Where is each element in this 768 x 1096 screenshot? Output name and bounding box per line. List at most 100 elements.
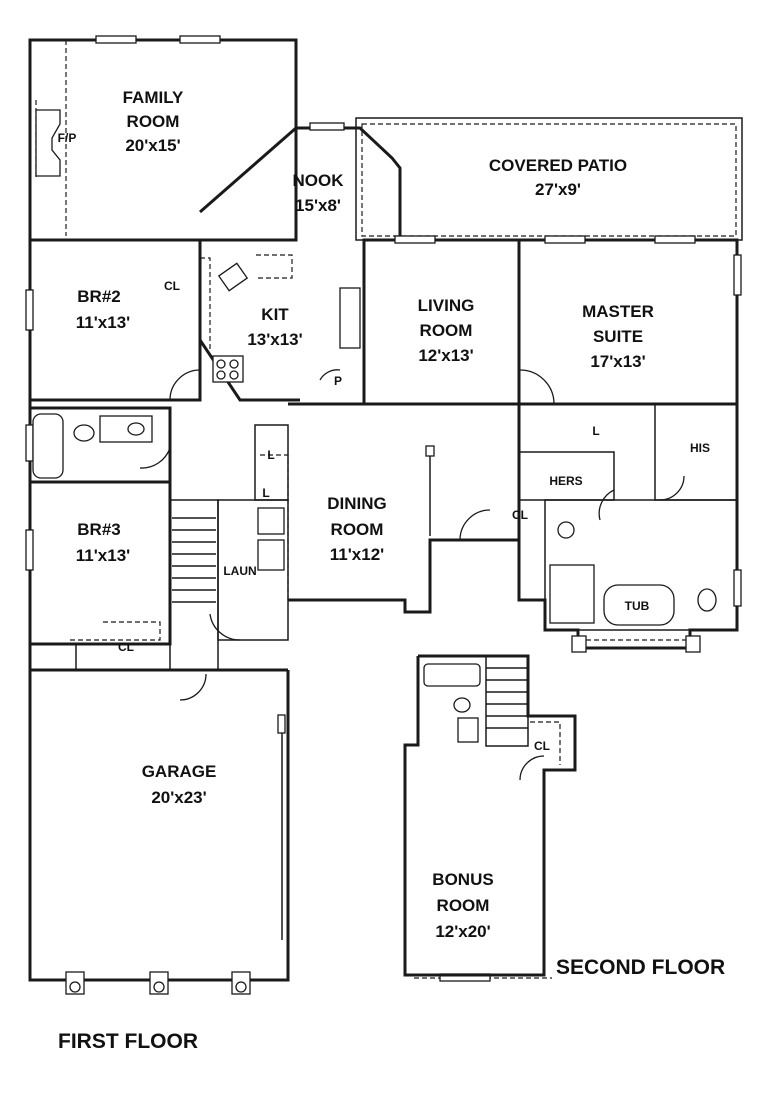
- laundry-door: [209, 613, 241, 641]
- hall-toilet: [73, 424, 95, 442]
- bonus-sink: [457, 717, 479, 743]
- master-suite-walls: [517, 238, 739, 406]
- master-toilet: [697, 588, 717, 612]
- nook-label: NOOK: [293, 171, 345, 190]
- window: [394, 235, 436, 244]
- master-tub: [603, 584, 675, 626]
- windows: [25, 35, 742, 982]
- living-size: 12'x13': [418, 346, 473, 365]
- window: [25, 289, 34, 331]
- kit-size: 13'x13': [247, 330, 302, 349]
- window: [25, 529, 34, 571]
- window: [25, 424, 34, 462]
- hers-closet-label: HERS: [549, 474, 582, 488]
- family-room-label-2: ROOM: [127, 112, 180, 131]
- kitchen-shelves: [339, 287, 361, 349]
- column: [571, 635, 587, 653]
- stair-walls: [169, 499, 219, 671]
- first-stairs: [172, 517, 216, 603]
- br2-door: [169, 369, 201, 401]
- bonus-label-2: ROOM: [437, 896, 490, 915]
- living-label-2: ROOM: [420, 321, 473, 340]
- window: [733, 569, 742, 607]
- laundry-label: LAUN: [223, 564, 256, 578]
- burner: [229, 359, 239, 369]
- bonus-tub: [423, 663, 481, 687]
- first-floor-label: FIRST FLOOR: [58, 1030, 198, 1053]
- dining-label-1: DINING: [327, 494, 387, 513]
- patio-label: COVERED PATIO: [489, 156, 627, 175]
- master-label-1: MASTER: [582, 302, 654, 321]
- kitchen-sink: [217, 262, 249, 292]
- br3-closet-dash: [70, 621, 161, 641]
- west-wall: [28, 240, 290, 982]
- br3-size: 11'x13': [76, 546, 130, 565]
- bonus-size: 12'x20': [435, 922, 490, 941]
- master-shower: [549, 564, 595, 624]
- pendant: [425, 445, 435, 457]
- br2-closet-label: CL: [164, 279, 180, 293]
- window: [309, 122, 345, 131]
- linen-closet-label-1: L: [267, 448, 274, 462]
- fireplace-label: F/P: [58, 131, 77, 145]
- dining-label-2: ROOM: [331, 520, 384, 539]
- burner: [216, 370, 226, 380]
- floor-labels: FIRST FLOOR SECOND FLOOR: [58, 956, 725, 1053]
- window: [179, 35, 221, 44]
- second-floor-label: SECOND FLOOR: [556, 956, 725, 979]
- bonus-label-1: BONUS: [432, 870, 493, 889]
- bonus-closet-door: [519, 755, 545, 781]
- burner: [229, 370, 239, 380]
- laundry-dash: [260, 454, 289, 600]
- br2-size: 11'x13': [76, 313, 130, 332]
- bonus-closet-label: CL: [534, 739, 550, 753]
- second-floor-walls: [403, 654, 577, 977]
- master-label-2: SUITE: [593, 327, 643, 346]
- burner: [216, 359, 226, 369]
- tub-label: TUB: [625, 599, 650, 613]
- window: [544, 235, 586, 244]
- kitchen-counter-dash: [256, 254, 293, 279]
- linen-closets-walls: [254, 424, 289, 501]
- master-bath-inner: [544, 499, 738, 631]
- window: [95, 35, 137, 44]
- bath-door: [139, 447, 171, 469]
- family-room-label-1: FAMILY: [123, 88, 184, 107]
- fixtures: [32, 109, 717, 626]
- his-door: [659, 475, 685, 501]
- family-room-size: 20'x15': [125, 136, 180, 155]
- patio-outline: [355, 117, 743, 241]
- hall-sink: [127, 422, 145, 436]
- washer: [257, 507, 285, 535]
- kit-label: KIT: [261, 305, 289, 324]
- pantry-label: P: [334, 374, 342, 388]
- master-size: 17'x13': [590, 352, 645, 371]
- garage-door-swing: [179, 673, 207, 701]
- columns: [65, 635, 701, 995]
- laundry-walls: [217, 499, 289, 641]
- column-base: [69, 981, 81, 993]
- his-closet-label: HIS: [690, 441, 710, 455]
- living-label-1: LIVING: [418, 296, 475, 315]
- range: [212, 355, 244, 383]
- linen-closet-label-2: L: [262, 486, 269, 500]
- bonus-toilet: [453, 697, 471, 713]
- master-closet-label: CL: [512, 508, 528, 522]
- br3-label: BR#3: [77, 520, 120, 539]
- fireplace: [35, 109, 61, 177]
- hall-tub: [32, 413, 64, 479]
- nook-diagonal-wall: [199, 126, 297, 214]
- garage-step: [29, 643, 77, 671]
- br2-east-wall: [30, 240, 202, 402]
- master-door: [519, 369, 555, 405]
- nook-size: 15'x8': [295, 196, 341, 215]
- window: [733, 254, 742, 296]
- garage-label: GARAGE: [142, 762, 217, 781]
- fixture-labels: F/P CL CL CL CL LAUN L L L P HERS HIS TU…: [58, 131, 710, 753]
- window: [277, 714, 286, 734]
- room-labels: FAMILY ROOM 20'x15' NOOK 15'x8' COVERED …: [76, 88, 654, 941]
- hers-door: [598, 489, 615, 521]
- bonus-stairs: [485, 655, 529, 747]
- dining-size: 11'x12': [330, 545, 384, 564]
